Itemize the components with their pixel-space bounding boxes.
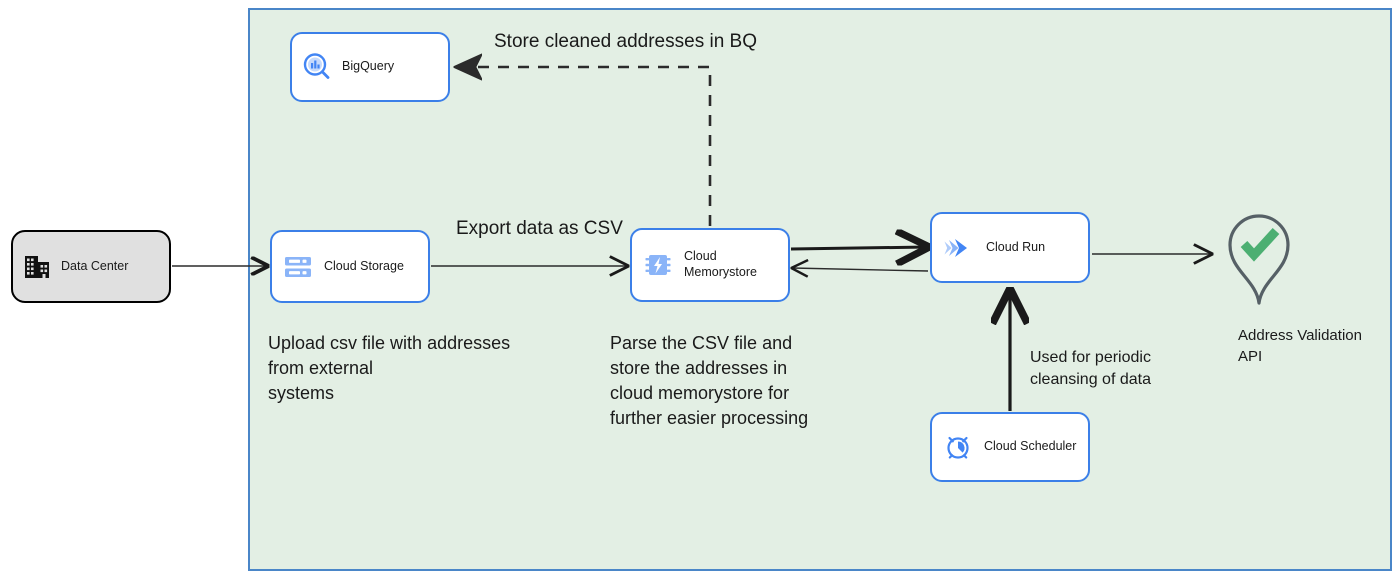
edge-label-store-cleaned-in-bq: Store cleaned addresses in BQ — [494, 31, 757, 52]
node-big-query[interactable]: BigQuery — [290, 32, 450, 102]
note-parse-csv: Parse the CSV file and store the address… — [610, 333, 809, 428]
note-periodic-cleansing: Used for periodic cleansing of data — [1030, 349, 1151, 388]
cloud-run-icon — [932, 212, 986, 283]
node-label-cloud-memorystore: Cloud Memorystore — [684, 249, 757, 279]
bigquery-icon — [292, 32, 342, 102]
node-label-cloud-storage: Cloud Storage — [324, 258, 404, 273]
building-icon — [13, 230, 61, 303]
node-cloud-storage[interactable]: Cloud Storage — [270, 230, 430, 303]
cloud-scheduler-icon — [932, 412, 984, 482]
edge-cloudrun-to-memorystore — [792, 268, 929, 271]
node-cloud-memorystore[interactable]: Cloud Memorystore — [630, 228, 790, 302]
cloud-storage-icon — [272, 230, 324, 303]
node-cloud-scheduler[interactable]: Cloud Scheduler — [930, 412, 1090, 482]
map-pin-check-icon — [1228, 214, 1290, 305]
edge-memorystore-to-cloudrun — [790, 247, 928, 249]
node-label-data-center: Data Center — [61, 258, 129, 273]
edge-label-export-data-as-csv: Export data as CSV — [456, 218, 623, 239]
node-cloud-run[interactable]: Cloud Run — [930, 212, 1090, 283]
node-label-cloud-run: Cloud Run — [986, 239, 1046, 254]
node-label-big-query: BigQuery — [342, 59, 395, 74]
node-data-center[interactable]: Data Center — [11, 230, 171, 303]
node-label-cloud-scheduler: Cloud Scheduler — [984, 439, 1077, 454]
note-upload-csv: Upload csv file with addresses from exte… — [268, 333, 511, 403]
edge-memorystore-to-bigquery — [456, 67, 712, 226]
node-address-validation-api[interactable] — [1222, 208, 1296, 308]
label-address-validation-api: Address Validation API — [1238, 327, 1362, 365]
memorystore-icon — [632, 228, 684, 302]
